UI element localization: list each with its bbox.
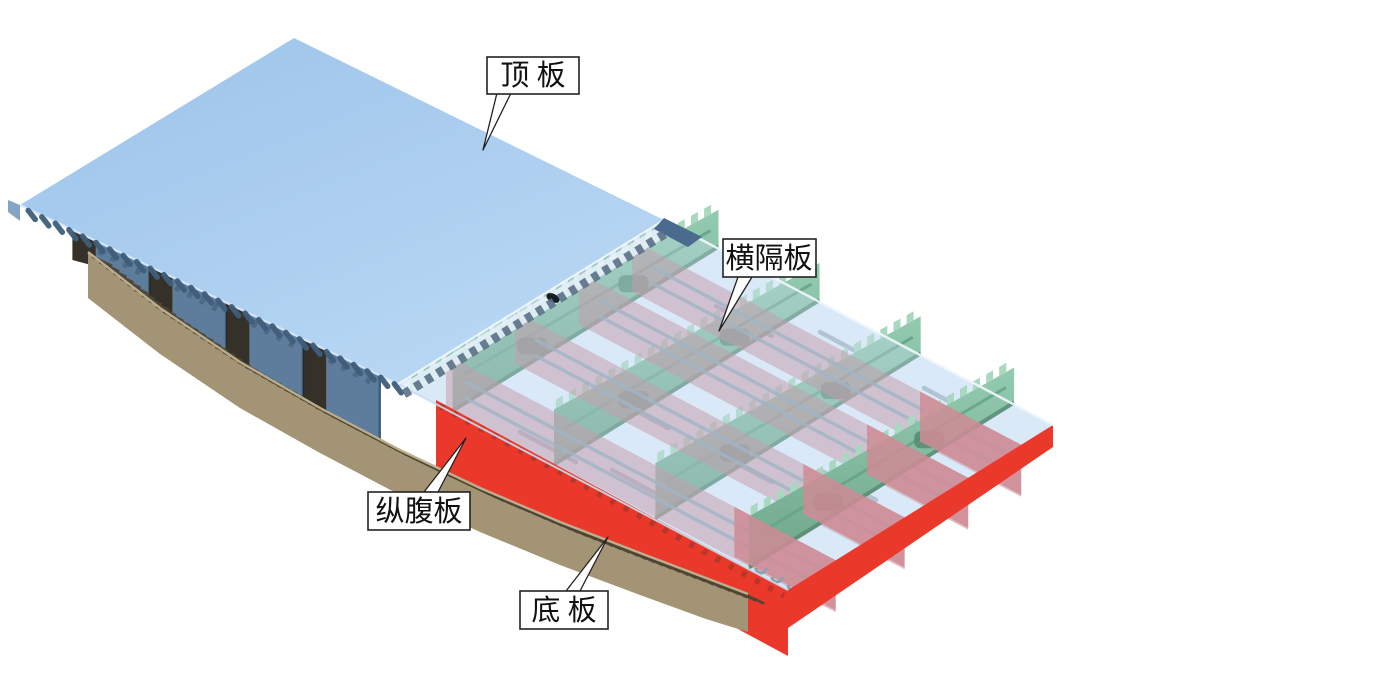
- plate-edge-u-rib-hook: [323, 348, 337, 364]
- bottom-plate-ribbed-band: [87, 251, 765, 632]
- plate-edge-u-rib-hook: [337, 355, 350, 370]
- ghost-top-plate-tint: [398, 220, 1053, 590]
- plate-edge-u-rib-hook: [93, 239, 106, 255]
- diaphragm-tooth: [999, 362, 1007, 376]
- diaphragm-tooth: [946, 392, 954, 406]
- plate-edge-u-rib-hook: [161, 271, 174, 287]
- diaphragm-tooth: [855, 443, 863, 457]
- diaphragm-tooth: [776, 487, 784, 501]
- far-web-patch: [654, 218, 702, 247]
- plate-edge-u-rib-hook: [364, 368, 377, 383]
- plate-edge-u-rib-hook: [215, 297, 228, 313]
- top-plate-cut-edge-highlight: [397, 219, 665, 385]
- diaphragm-tooth: [752, 287, 760, 300]
- plate-edge-u-rib-hook: [147, 265, 160, 280]
- plate-edge-u-rib-hook: [25, 207, 38, 223]
- left-bay-rib-serration: [97, 246, 150, 279]
- plate-edge-u-rib-hook: [133, 259, 147, 274]
- plate-edge-u-rib-hook: [228, 303, 242, 319]
- plate-edge-u-rib-hook: [66, 226, 79, 242]
- diaphragm-tooth: [763, 495, 771, 509]
- top-plate-surface: [20, 38, 664, 384]
- diaphragm-tooth: [555, 395, 563, 409]
- diaphragm-tooth: [854, 340, 862, 354]
- callout-transverse-diaphragm: 横隔板: [718, 238, 817, 332]
- label-text-bottom-plate: 底 板: [531, 594, 596, 627]
- diaphragm-tooth: [765, 279, 773, 293]
- floor-u-rib: [770, 576, 784, 584]
- bottom-plate-rib: [743, 592, 765, 605]
- plate-edge-u-rib-hook: [188, 284, 201, 300]
- diaphragm-tooth: [907, 414, 915, 428]
- plate-edge-u-rib-hook: [255, 316, 269, 332]
- plate-edge-u-rib-hook: [79, 233, 93, 248]
- label-text-top-plate: 顶 板: [500, 59, 565, 92]
- diaphragm-tooth: [691, 212, 698, 225]
- label-text-transverse-diaphragm: 横隔板: [725, 242, 812, 275]
- callouts: 顶 板 横隔板 纵腹板 底 板: [367, 56, 817, 630]
- left-bay-rib-serration: [327, 355, 380, 388]
- diaphragm-tooth: [960, 385, 967, 398]
- diaphragm-tooth: [790, 480, 797, 494]
- callout-top-plate: 顶 板: [482, 56, 580, 151]
- left-bay-rib-serration: [173, 282, 226, 316]
- plate-edge-u-rib-hook: [174, 278, 188, 293]
- plate-edge-u-rib-hook: [52, 220, 66, 236]
- bottom-plate-band: [88, 252, 748, 632]
- plate-edge-u-rib-hook: [296, 336, 310, 351]
- plate-edge-u-rib-hook: [377, 374, 391, 390]
- diaphragm-tooth: [986, 370, 994, 384]
- diaphragm-tooth: [894, 421, 902, 435]
- plate-edge-u-rib-hook: [242, 310, 255, 325]
- plate-edge-u-rib-hook: [106, 246, 120, 261]
- label-box-top-plate: [486, 56, 580, 95]
- label-box-longitudinal-web: [367, 491, 471, 531]
- diaphragm-tooth: [893, 318, 901, 332]
- plate-edge-u-rib-hook: [350, 361, 364, 377]
- diaphragm-tooth: [829, 458, 837, 472]
- diaphragm-tooth: [750, 502, 758, 516]
- diaphragm-tooth: [657, 449, 665, 462]
- plate-edge-u-rib-hook: [120, 252, 133, 268]
- near-floor-edge: [397, 383, 789, 591]
- callout-longitudinal-web: 纵腹板: [367, 437, 471, 531]
- top-plate-corner-flap: [8, 200, 20, 221]
- diaphragm-tooth: [906, 311, 914, 325]
- plate-edge-u-rib-hook: [283, 329, 296, 345]
- near-web-rib-notches: [438, 403, 786, 599]
- diaphragm-tooth: [842, 451, 850, 464]
- plate-edge-u-rib-hook: [269, 323, 283, 338]
- label-box-transverse-diaphragm: [722, 238, 817, 278]
- label-text-longitudinal-web: 纵腹板: [375, 495, 462, 528]
- diaphragm-tooth: [704, 204, 712, 218]
- callout-bottom-plate: 底 板: [519, 536, 609, 630]
- plate-edge-u-rib-hook: [310, 342, 323, 357]
- edge-details: [25, 207, 671, 398]
- label-box-bottom-plate: [519, 590, 609, 630]
- floor-u-rib: [754, 567, 768, 575]
- diaphragm-tooth: [867, 333, 875, 346]
- plate-edge-u-rib-hook: [391, 381, 405, 396]
- bottom-plate-top-edge: [87, 251, 749, 596]
- plate-edge-u-rib-hook: [201, 291, 215, 306]
- plate-edge-u-rib-hook: [39, 214, 52, 229]
- end-cut-red-band: [788, 425, 1053, 628]
- left-bay-void: [302, 339, 327, 420]
